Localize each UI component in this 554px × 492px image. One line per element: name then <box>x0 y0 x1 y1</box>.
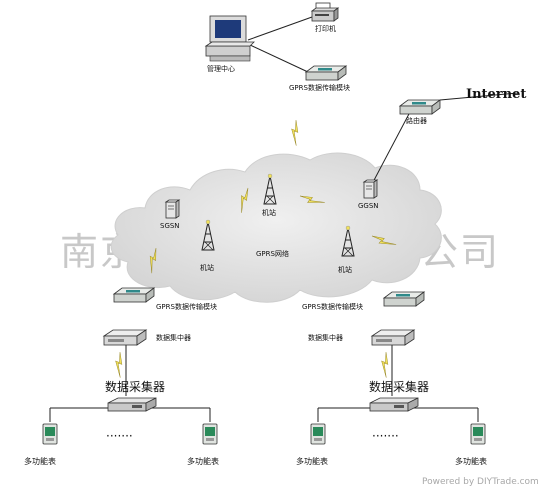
meter-right-right <box>470 423 486 445</box>
gprs-module-left-label: GPRS数据传输模块 <box>156 302 217 311</box>
ggsn-server-icon <box>363 179 378 199</box>
printer-label: 打印机 <box>315 24 336 33</box>
sgsn-label: SGSN <box>160 222 180 230</box>
collector-left-label: 数据采集器 <box>105 379 165 394</box>
gprs-module-top <box>305 65 347 81</box>
meter-right-right-label: 多功能表 <box>455 456 487 466</box>
management-center-computer <box>204 15 255 62</box>
gprs-module-right-label: GPRS数据传输模块 <box>302 302 363 311</box>
meter-left-left <box>42 423 58 445</box>
concentrator-left-label: 数据集中器 <box>156 333 191 342</box>
router-icon <box>399 99 441 115</box>
base-station-right-label: 机站 <box>338 265 352 274</box>
concentrator-right <box>371 329 415 346</box>
meter-left-right-label: 多功能表 <box>187 456 219 466</box>
management-center-label: 管理中心 <box>207 64 235 73</box>
base-station-center-label: 机站 <box>262 208 276 217</box>
meter-right-left-label: 多功能表 <box>296 456 328 466</box>
collector-left <box>107 397 157 412</box>
base-station-left-label: 机站 <box>200 263 214 272</box>
gprs-cloud <box>110 152 442 303</box>
router-label: 路由器 <box>406 116 427 125</box>
ggsn-label: GGSN <box>358 202 379 210</box>
gprs-module-left <box>113 287 155 303</box>
gprs-module-top-label: GPRS数据传输模块 <box>289 83 350 92</box>
sgsn-server-icon <box>165 199 180 219</box>
ellipsis-left: ······· <box>106 429 133 443</box>
gprs-module-right <box>383 291 425 307</box>
ellipsis-right: ······· <box>372 429 399 443</box>
printer-icon <box>310 2 340 22</box>
concentrator-left <box>103 329 147 346</box>
internet-label: Internet <box>466 87 526 102</box>
meter-left-right <box>202 423 218 445</box>
watermark-site: Powered by DIYTrade.com <box>422 477 539 487</box>
meter-right-left <box>310 423 326 445</box>
connection-lines <box>49 16 519 422</box>
meter-left-left-label: 多功能表 <box>24 456 56 466</box>
concentrator-right-label: 数据集中器 <box>308 333 343 342</box>
collector-right <box>369 397 419 412</box>
gprs-network-label: GPRS网络 <box>256 249 289 258</box>
collector-right-label: 数据采集器 <box>369 379 429 394</box>
